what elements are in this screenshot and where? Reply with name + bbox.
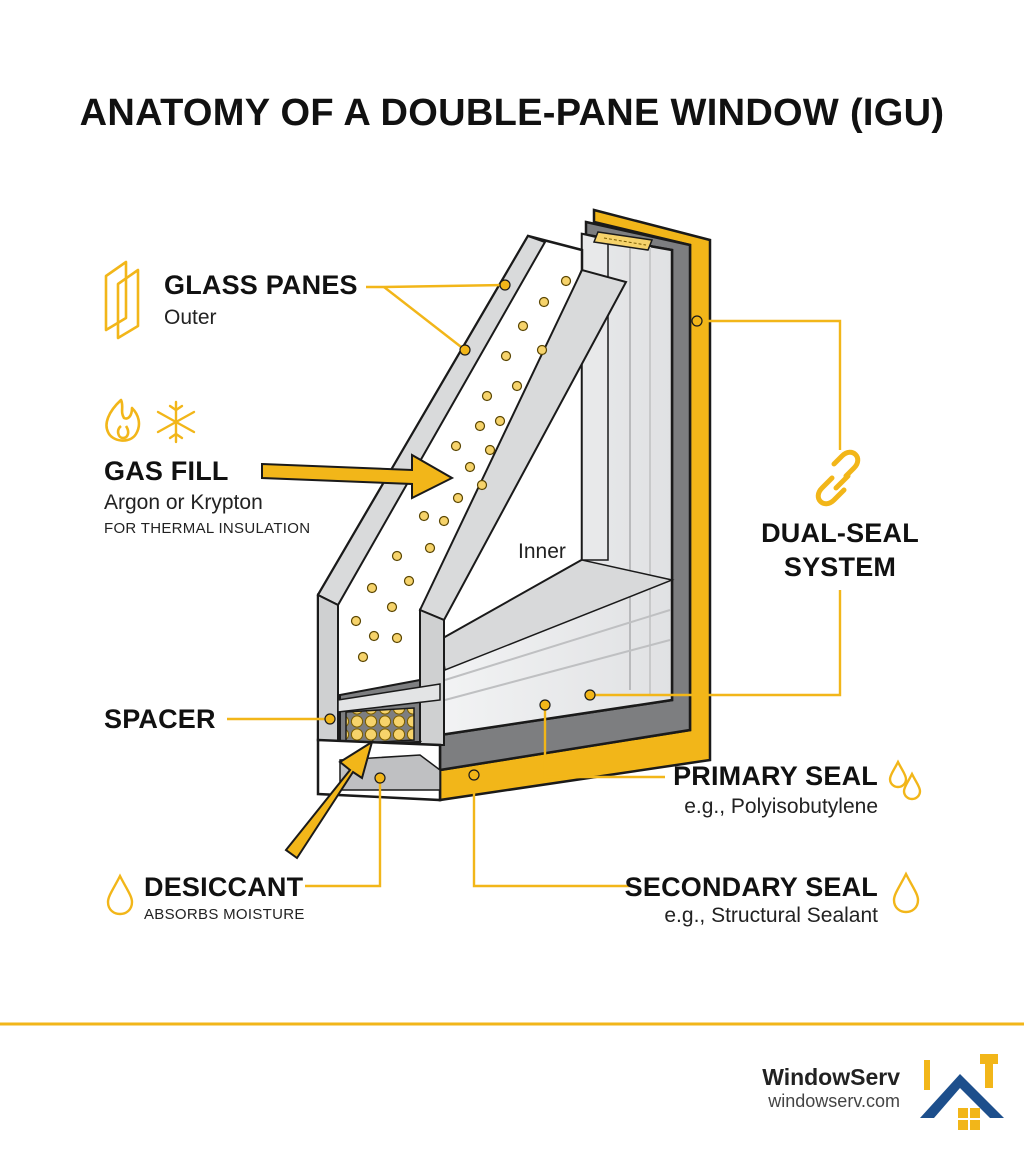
gas-fill-particles: [350, 275, 572, 663]
primary-seal-heading: PRIMARY SEAL: [673, 761, 878, 791]
desiccant-arrow: [284, 739, 374, 860]
gas-fill-heading: GAS FILL: [104, 456, 229, 486]
secondary-seal-heading: SECONDARY SEAL: [624, 872, 878, 902]
leader-dots: [324, 279, 703, 784]
flame-icon: [105, 398, 141, 442]
brand-url: windowserv.com: [768, 1091, 900, 1111]
gas-fill-note: FOR THERMAL INSULATION: [104, 520, 311, 537]
dual-seal-line1: DUAL-SEAL: [761, 518, 919, 548]
leader-lines: [227, 283, 842, 888]
inner-pane-label: Inner: [518, 540, 566, 563]
outer-pane-label: Outer: [164, 306, 217, 329]
droplet-icon: [106, 873, 134, 916]
secondary-seal-detail: e.g., Structural Sealant: [664, 904, 878, 927]
top-spacer-grille: [592, 231, 654, 251]
desiccant-heading: DESICCANT: [144, 872, 304, 902]
glass-panes-heading: GLASS PANES: [164, 270, 358, 300]
house-logo-icon: [920, 1054, 1004, 1130]
secondary-seal-droplet-icon: [892, 871, 920, 914]
spacer-heading: SPACER: [104, 704, 216, 734]
glass-panes-icon: [104, 260, 140, 340]
page-title: ANATOMY OF A DOUBLE-PANE WINDOW (IGU): [79, 92, 945, 134]
brand-name: WindowServ: [762, 1064, 900, 1090]
gas-fill-arrow: [261, 453, 455, 500]
primary-seal-droplets-icon: [888, 759, 922, 801]
gas-fill-detail: Argon or Krypton: [104, 491, 263, 514]
desiccant-note: ABSORBS MOISTURE: [144, 906, 305, 923]
outer-glass-pane: [316, 234, 628, 747]
chain-link-icon: [815, 449, 861, 507]
dual-seal-line2: SYSTEM: [783, 552, 897, 582]
snowflake-icon: [156, 400, 196, 444]
primary-seal-detail: e.g., Polyisobutylene: [684, 795, 878, 818]
